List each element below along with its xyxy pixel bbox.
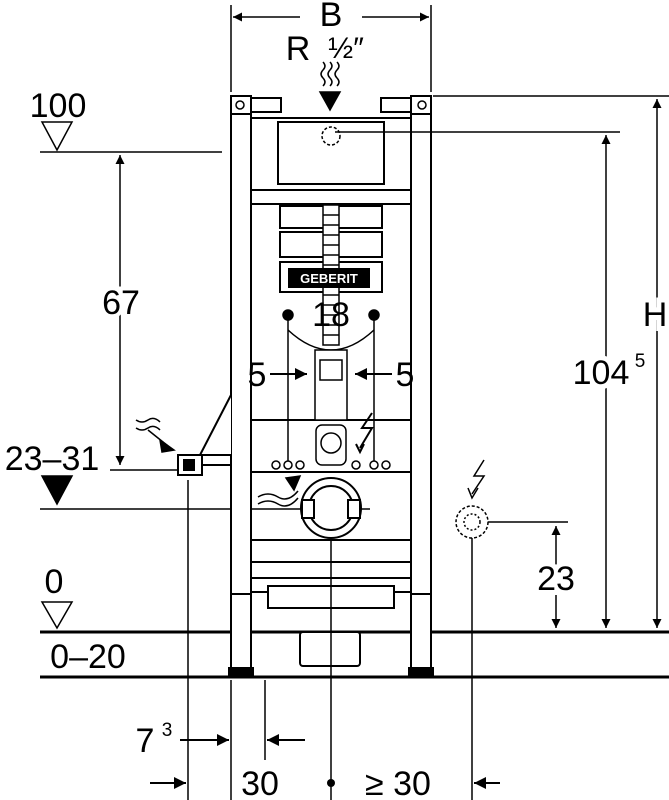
height-104-label: 104 [573, 354, 630, 392]
offset-7-label: 7 [136, 722, 155, 760]
water-connection-icon [321, 126, 341, 146]
thread-fraction: ½″ [328, 32, 364, 65]
floor-0-20-label: 0–20 [50, 638, 126, 676]
offset-30-label: 30 [241, 765, 279, 800]
level-triangle-open-top [40, 121, 222, 153]
electric-icon-frame [355, 412, 374, 455]
drain-pipe [300, 477, 362, 539]
width-label: B [320, 0, 343, 34]
drain-connector [287, 329, 375, 466]
bottom-dimension-lines [187, 480, 332, 800]
range-23-31-label: 23–31 [5, 440, 100, 478]
height-label: H [643, 296, 668, 334]
water-supply-icon [318, 61, 342, 112]
offset-min-30-label: ≥ 30 [365, 765, 431, 800]
electric-socket-icon [455, 459, 568, 800]
height-dimension [335, 95, 669, 628]
connection-points [271, 460, 391, 470]
range-67-label: 67 [102, 284, 140, 322]
center-18-label: 18 [312, 296, 350, 334]
frame-holes [235, 100, 427, 110]
width-dimension [230, 5, 432, 92]
side-bracket [177, 394, 232, 476]
thread-label: R [286, 30, 311, 68]
height-104-superscript: 5 [635, 351, 646, 372]
center-18-dimension [282, 309, 380, 465]
socket-height-label: 23 [537, 560, 575, 598]
geberit-logo: GEBERIT [288, 268, 370, 288]
side-water-icon [135, 417, 176, 453]
level-100-label: 100 [30, 87, 87, 125]
right-5-label: 5 [396, 356, 415, 394]
installation-frame [228, 95, 434, 677]
logo-text: GEBERIT [300, 271, 358, 286]
center-point-marker [327, 779, 335, 787]
floor-zero-label: 0 [45, 563, 64, 601]
left-5-label: 5 [248, 356, 267, 394]
waste-water-icon [257, 475, 302, 507]
floor-triangle-open [40, 601, 74, 630]
offset-7-superscript: 3 [162, 720, 173, 741]
